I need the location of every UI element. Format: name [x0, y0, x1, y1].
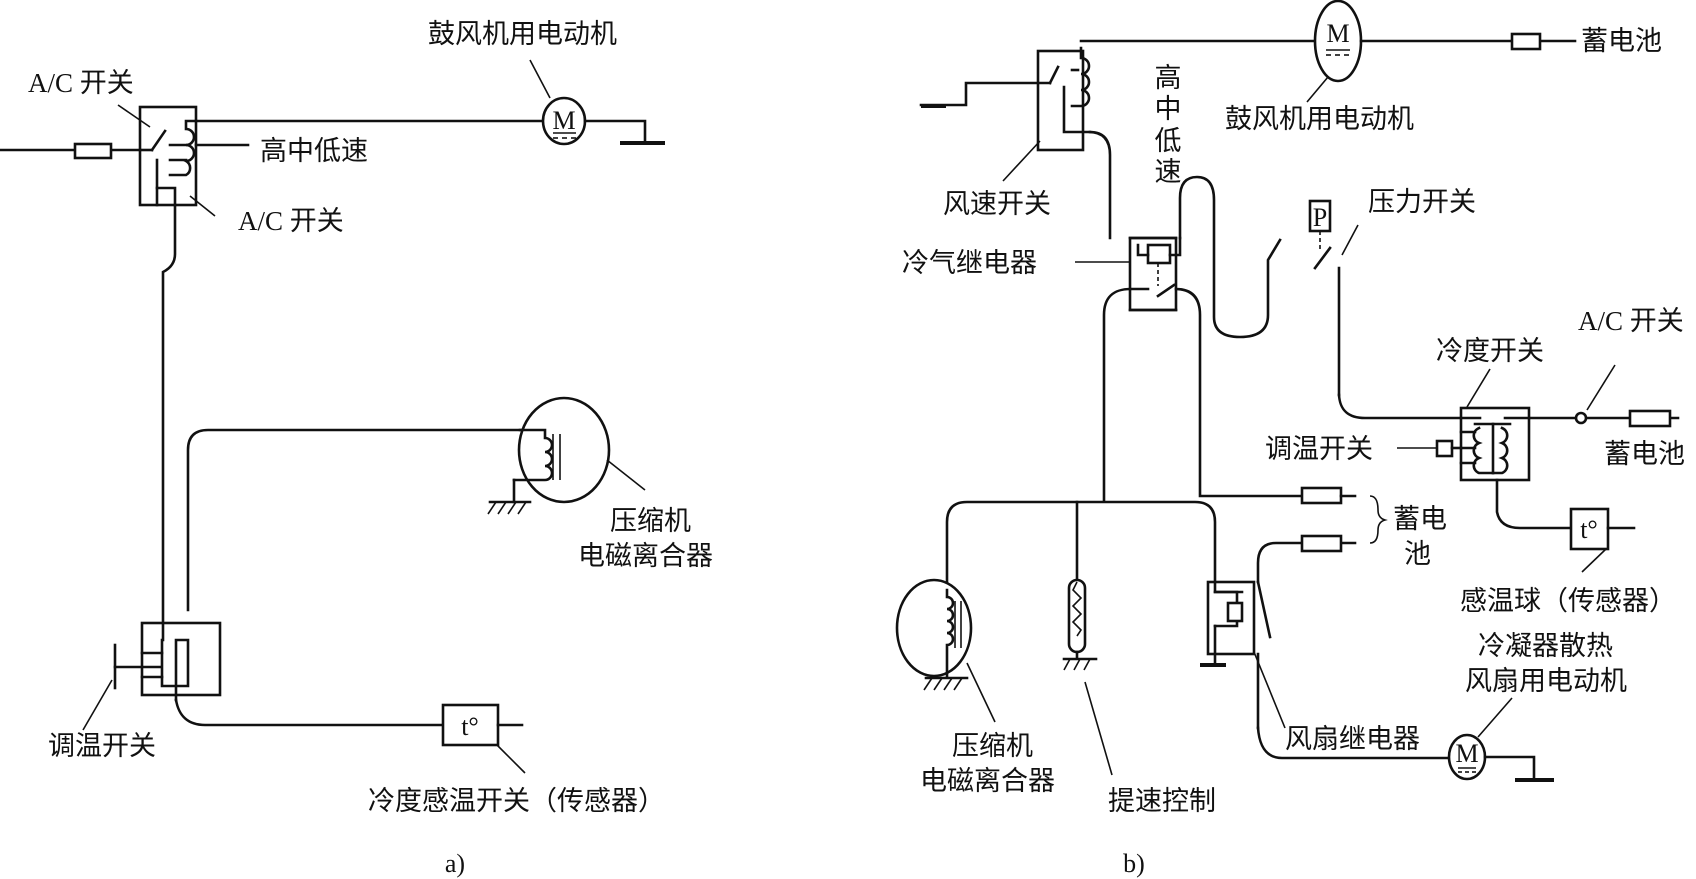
wire-b-clutch-loop [945, 500, 1244, 602]
label-condenser-motor-1: 冷凝器散热 [1478, 631, 1613, 662]
motor-symbol: M [552, 106, 575, 135]
wire-b-relay-to-battery-fuse1 [1174, 287, 1302, 498]
fuse-b-battery-1 [1300, 486, 1343, 505]
label-fan-speed-switch: 风速开关 [943, 189, 1051, 220]
label-battery-brace-1: 蓄电 [1393, 504, 1447, 535]
wire-b-to-temp-bulb [1495, 478, 1573, 530]
label-battery-right: 蓄电池 [1604, 439, 1685, 470]
leader-fan-relay [1253, 651, 1286, 729]
label-compressor-clutch-b-2: 电磁离合器 [920, 766, 1055, 797]
leader-ac-switch-top [117, 104, 151, 128]
wire-b-fuse2 [1256, 541, 1357, 584]
label-cold-sensor-a: 冷度感温开关（传感器） [368, 786, 665, 817]
wire-b-relay-left [1102, 287, 1132, 502]
leader-fan-speed-switch [1002, 140, 1041, 182]
pressure-switch-b: P [1308, 199, 1341, 397]
leader-thermostat-a [82, 679, 113, 731]
label-compressor-clutch-a-2: 电磁离合器 [578, 541, 713, 572]
pressure-symbol: P [1313, 203, 1327, 232]
label-compressor-clutch-b-1: 压缩机 [952, 731, 1033, 762]
leader-blower-motor-b [1306, 76, 1329, 103]
leader-condenser-motor [1477, 697, 1513, 738]
wire-b-speed-to-relay [1088, 130, 1112, 240]
ac-switch-box-a [138, 105, 250, 207]
fuse-a [73, 142, 113, 160]
temp-sensor-a: t° [441, 703, 500, 747]
leader-speed-up-control [1084, 681, 1113, 776]
label-blower-motor-b: 鼓风机用电动机 [1225, 104, 1414, 135]
svg-text:低: 低 [1155, 126, 1182, 157]
compressor-clutch-b [895, 578, 973, 691]
wire-b-to-cold-switch [1337, 393, 1680, 420]
wire-a-to-sensor [174, 698, 445, 727]
diagram-a: M [0, 19, 713, 878]
temp-bulb-b: t° [1569, 507, 1610, 551]
label-condenser-motor-2: 风扇用电动机 [1465, 666, 1627, 697]
caption-a: a) [445, 849, 465, 878]
leader-compressor-clutch-a [606, 459, 646, 491]
label-battery-top: 蓄电池 [1581, 26, 1662, 57]
fuse-b-top [1510, 32, 1542, 51]
label-cooling-relay: 冷气继电器 [902, 248, 1037, 279]
leader-blower-motor [529, 59, 551, 99]
leader-ac-switch-b [1586, 364, 1616, 411]
wire-b-to-condenser-motor [1256, 726, 1451, 760]
label-ac-switch-bottom-a: A/C 开关 [238, 206, 344, 236]
speed-up-control-b [1062, 500, 1098, 671]
fuse-b-right [1628, 409, 1672, 428]
label-speed-up-control: 提速控制 [1108, 786, 1216, 817]
label-ac-switch-b: A/C 开关 [1578, 306, 1684, 336]
wire-a-to-clutch [186, 428, 547, 612]
temp-symbol: t° [461, 712, 479, 741]
svg-text:速: 速 [1155, 157, 1182, 188]
label-blower-motor-a: 鼓风机用电动机 [428, 19, 617, 50]
thermostat-switch-a [113, 621, 222, 702]
caption-b: b) [1123, 849, 1145, 878]
leader-ac-switch-bottom [189, 195, 216, 217]
blower-motor-a: M [541, 96, 587, 146]
fan-speed-switch-b [919, 46, 1092, 152]
leader-cold-switch [1466, 368, 1491, 408]
motor-symbol: M [1455, 739, 1478, 768]
leader-sensor-a [496, 744, 526, 774]
label-speed-levels-a: 高中低速 [260, 136, 368, 167]
compressor-clutch-a [487, 396, 611, 515]
label-cold-switch: 冷度开关 [1436, 336, 1544, 367]
wire-a-vertical [161, 203, 177, 642]
battery-brace [1369, 495, 1388, 544]
fuse-b-battery-2 [1300, 534, 1343, 553]
wire-b-condenser-ground [1483, 755, 1536, 781]
thermostat-knob-b [1435, 439, 1454, 458]
label-ac-switch-top-a: A/C 开关 [28, 68, 134, 98]
label-temp-bulb: 感温球（传感器） [1460, 586, 1676, 617]
label-battery-brace-2: 池 [1404, 539, 1431, 570]
wire-a-ground [583, 119, 647, 145]
cold-switch-b [1459, 406, 1531, 482]
label-pressure-switch: 压力开关 [1368, 187, 1476, 218]
svg-text:中: 中 [1155, 94, 1182, 125]
svg-text:高: 高 [1155, 63, 1182, 94]
label-compressor-clutch-a-1: 压缩机 [610, 506, 691, 537]
condenser-fan-motor-b: M [1447, 733, 1487, 781]
diagram-b: M P [895, 0, 1685, 878]
label-speed-levels-b: 高 中 低 速 [1155, 63, 1182, 188]
leader-temp-bulb [1581, 548, 1607, 573]
blower-motor-b: M [1313, 0, 1363, 83]
cooling-relay-b [1128, 236, 1182, 312]
label-fan-relay: 风扇继电器 [1285, 724, 1420, 755]
motor-symbol: M [1326, 19, 1349, 48]
temp-symbol: t° [1580, 515, 1598, 544]
ac-switch-b [1574, 411, 1588, 425]
wire-b-relay-to-pressure [1178, 175, 1282, 339]
fan-relay-b [1206, 580, 1272, 730]
label-thermostat-a: 调温开关 [48, 731, 156, 762]
leader-compressor-clutch-b [966, 662, 996, 723]
leader-pressure-switch [1341, 224, 1359, 256]
label-thermostat-b: 调温开关 [1265, 434, 1373, 465]
